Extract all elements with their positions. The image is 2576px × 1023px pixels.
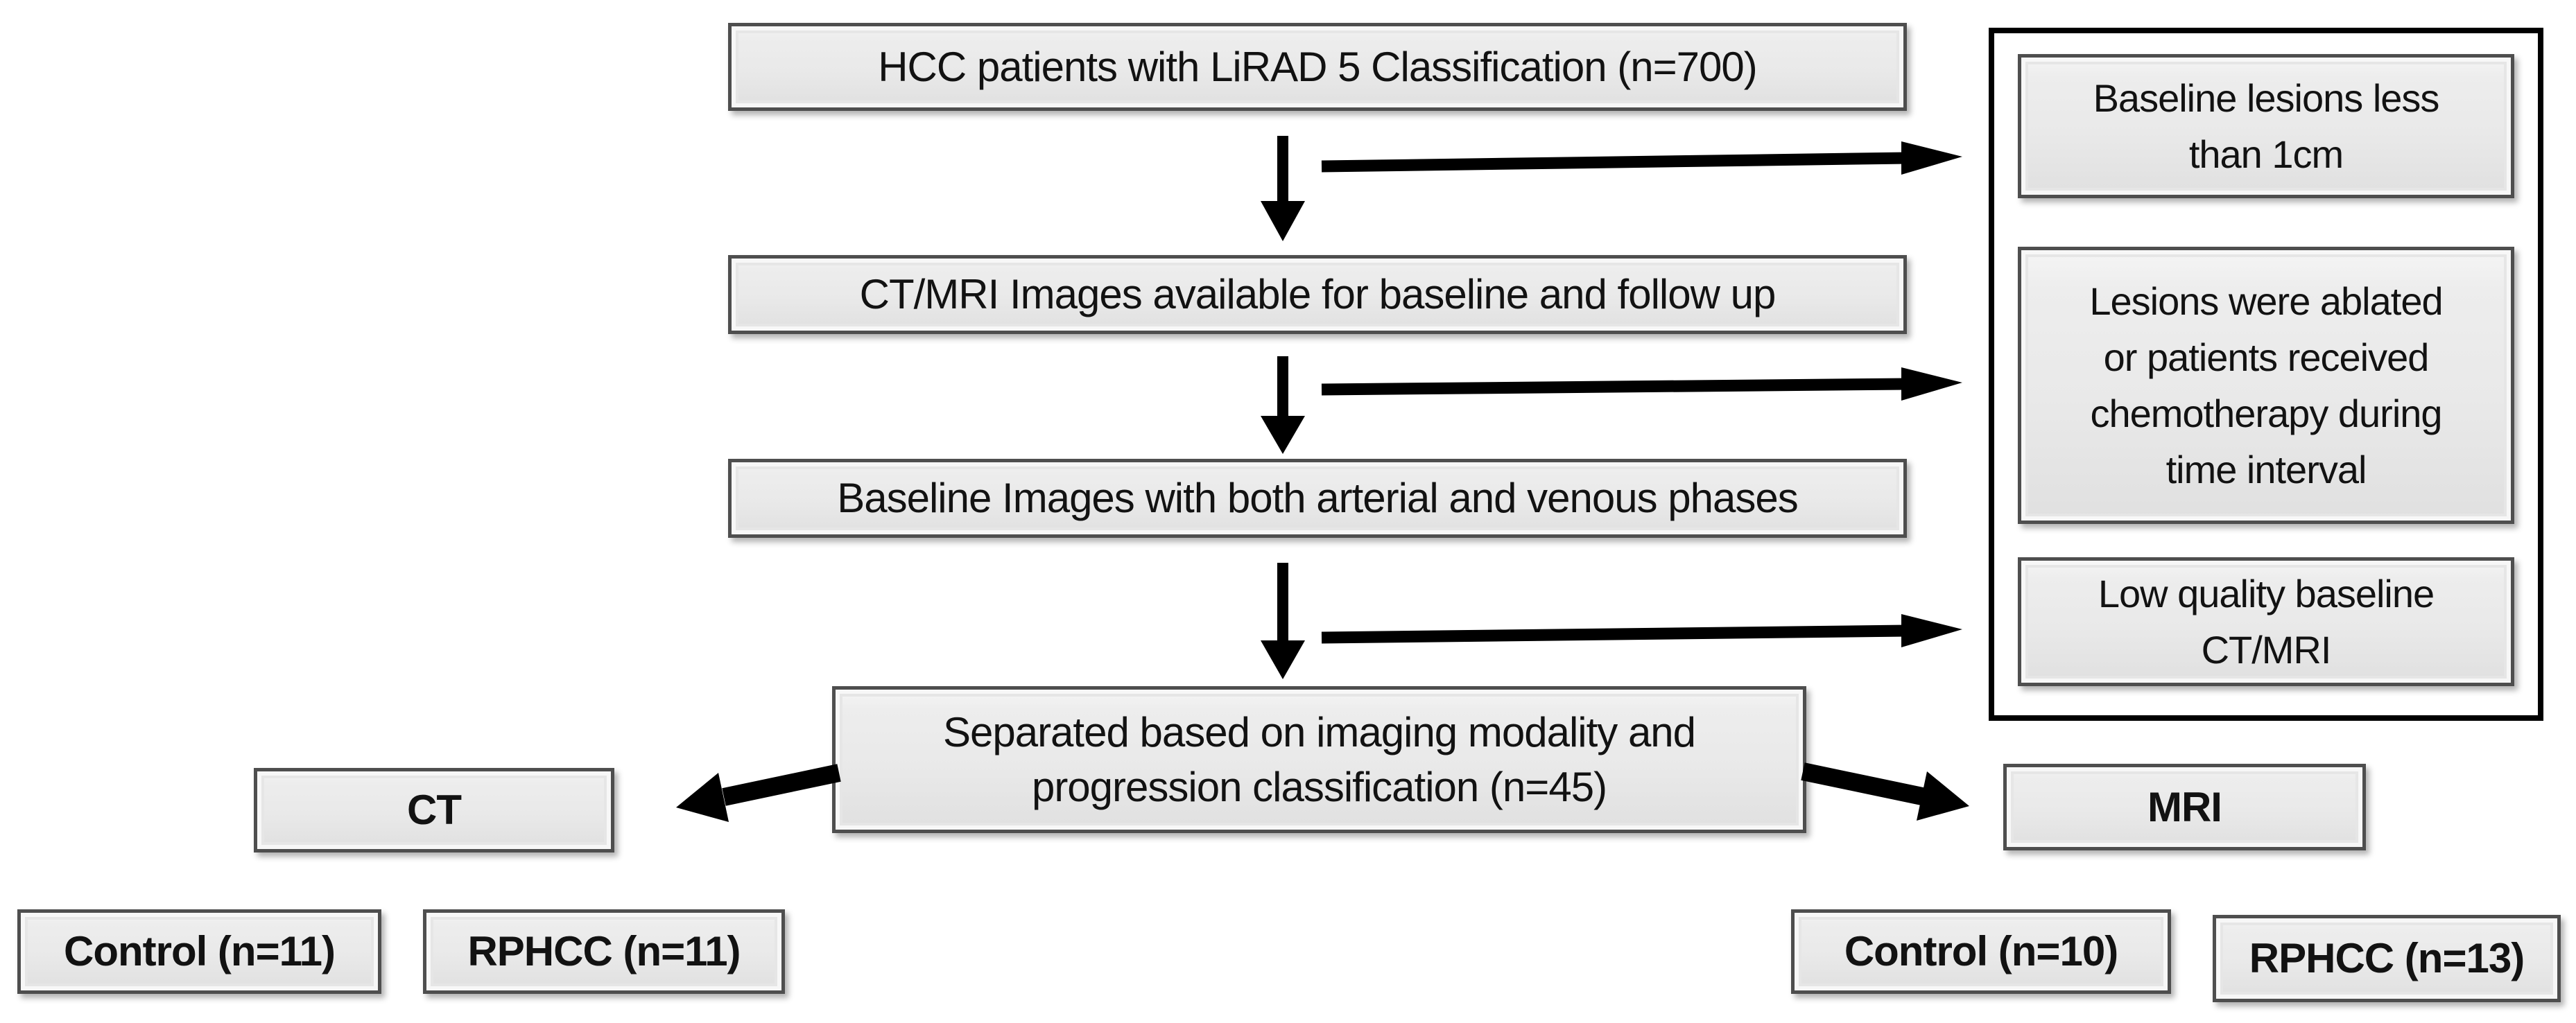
arrow-to-ct bbox=[676, 764, 841, 822]
exclusion-low-quality: Low quality baseline CT/MRI bbox=[2018, 557, 2514, 686]
node-ct-rphcc: RPHCC (n=11) bbox=[423, 909, 785, 994]
node-ctmri-images: CT/MRI Images available for baseline and… bbox=[728, 255, 1907, 334]
arrow-down-2 bbox=[1261, 356, 1305, 454]
node-baseline-phases: Baseline Images with both arterial and v… bbox=[728, 459, 1907, 538]
node-ct-label: CT bbox=[407, 787, 462, 834]
exclusion-panel: Baseline lesions less than 1cm Lesions w… bbox=[1989, 28, 2543, 721]
node-baseline-phases-label: Baseline Images with both arterial and v… bbox=[837, 475, 1799, 522]
arrow-down-3 bbox=[1261, 563, 1305, 679]
node-mri-control: Control (n=10) bbox=[1791, 909, 2171, 994]
node-hcc-patients: HCC patients with LiRAD 5 Classification… bbox=[728, 23, 1907, 111]
node-ct-rphcc-label: RPHCC (n=11) bbox=[467, 928, 741, 975]
exclusion-low-quality-label: Low quality baseline CT/MRI bbox=[2098, 571, 2435, 672]
exclusion-lesions-under-1cm: Baseline lesions less than 1cm bbox=[2018, 54, 2514, 198]
node-separated: Separated based on imaging modality and … bbox=[832, 686, 1806, 833]
exclusion-ablated-chemo: Lesions were ablated or patients receive… bbox=[2018, 247, 2514, 524]
arrow-to-mri bbox=[1801, 762, 1969, 821]
arrow-down-1 bbox=[1261, 136, 1305, 241]
node-mri: MRI bbox=[2003, 764, 2366, 850]
node-ct-control: Control (n=11) bbox=[17, 909, 381, 994]
arrow-exclude-1 bbox=[1321, 141, 1962, 175]
node-hcc-patients-label: HCC patients with LiRAD 5 Classification… bbox=[878, 43, 1758, 90]
node-ct: CT bbox=[254, 768, 614, 852]
arrow-exclude-3 bbox=[1321, 614, 1962, 647]
node-mri-control-label: Control (n=10) bbox=[1844, 928, 2118, 975]
node-ctmri-images-label: CT/MRI Images available for baseline and… bbox=[859, 271, 1777, 318]
exclusion-ablated-chemo-label: Lesions were ablated or patients receive… bbox=[2089, 279, 2443, 492]
node-separated-label: Separated based on imaging modality and … bbox=[942, 708, 1696, 810]
arrow-exclude-2 bbox=[1321, 367, 1962, 401]
exclusion-lesions-under-1cm-label: Baseline lesions less than 1cm bbox=[2093, 76, 2440, 176]
node-mri-rphcc: RPHCC (n=13) bbox=[2213, 915, 2561, 1002]
node-ct-control-label: Control (n=11) bbox=[63, 928, 336, 975]
node-mri-label: MRI bbox=[2147, 783, 2222, 830]
node-mri-rphcc-label: RPHCC (n=13) bbox=[2249, 935, 2525, 982]
